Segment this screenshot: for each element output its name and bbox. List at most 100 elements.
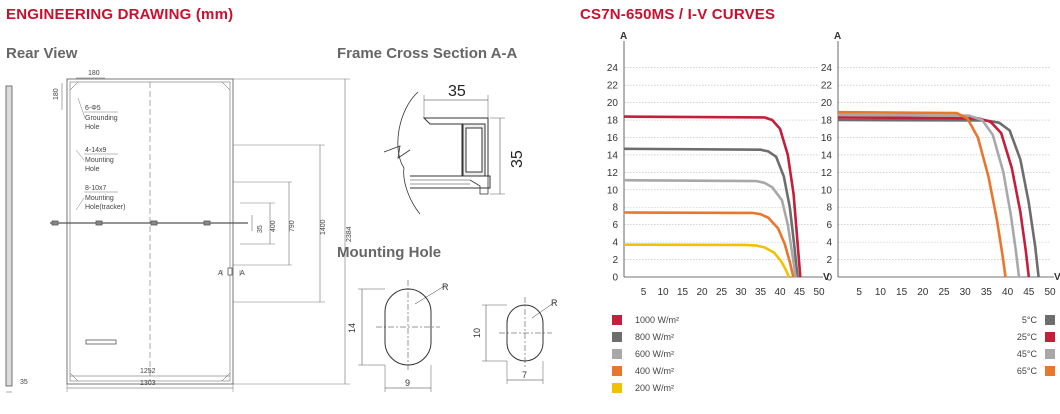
legend-swatch [612,383,622,393]
rear-view-drawing [5,77,350,393]
x-tick-label: 15 [677,287,689,298]
hole1-height: 14 [347,323,357,333]
y-tick-label: 10 [821,185,833,196]
y-tick-label: 14 [607,150,619,161]
legend-swatch [1045,366,1055,376]
note-tracker-count: 8-10x7 [85,185,107,192]
frame-dim-width: 35 [448,83,466,100]
iv-curves-title: CS7N-650MS / I-V CURVES [580,6,776,23]
y-tick-label: 8 [826,203,832,214]
legend-label: 400 W/m² [635,366,675,376]
x-tick-label: 25 [938,287,950,298]
hole2-width: 7 [522,370,527,380]
y-tick-label: 22 [607,81,619,92]
legend-label: 800 W/m² [635,332,675,342]
x-tick-label: 10 [657,287,669,298]
x-tick-label: 20 [696,287,708,298]
x-tick-label: 50 [1044,287,1056,298]
legend-label: 65°C [1016,366,1037,376]
y-tick-label: 4 [826,238,832,249]
y-tick-label: 12 [821,168,833,179]
y-axis-unit: A [834,31,841,42]
dim-400: 400 [270,220,277,232]
dim-width-1252: 1252 [140,368,156,375]
legend-item: 1000 W/m² [612,315,732,332]
x-tick-label: 15 [896,287,908,298]
x-tick-label: 45 [794,287,806,298]
x-tick-label: 5 [856,287,862,298]
x-tick-label: 5 [641,287,647,298]
legend-swatch [1045,315,1055,325]
x-axis-unit: V [823,272,830,283]
dim-35: 35 [257,225,264,233]
x-tick-label: 35 [755,287,767,298]
frame-section-heading: Frame Cross Section A-A [337,45,518,62]
rear-view-heading: Rear View [6,45,78,62]
legend-swatch [1045,332,1055,342]
legend-irradiance: 1000 W/m² 800 W/m² 600 W/m² 400 W/m² 200… [612,315,732,400]
legend-swatch [612,366,622,376]
hole2-radius: R [551,298,558,308]
dim-left-180: 180 [53,88,60,100]
x-tick-label: 30 [735,287,747,298]
legend-item: 800 W/m² [612,332,732,349]
y-axis-unit: A [620,31,627,42]
dim-width-1303: 1303 [140,380,156,387]
note-tracker-label2: Hole(tracker) [85,204,125,211]
legend-item: 45°C [960,349,1055,366]
legend-swatch [612,332,622,342]
mounting-hole-drawing [358,280,556,392]
y-tick-label: 14 [821,150,833,161]
x-tick-label: 35 [981,287,993,298]
x-tick-label: 30 [960,287,972,298]
x-tick-label: 50 [813,287,825,298]
series-line [623,243,791,278]
y-tick-label: 18 [821,116,833,127]
dim-1400: 1400 [320,219,327,235]
y-tick-label: 20 [821,98,833,109]
y-tick-label: 8 [612,203,618,214]
mounting-hole-heading: Mounting Hole [337,244,442,261]
legend-label: 600 W/m² [635,349,675,359]
legend-label: 45°C [1016,349,1037,359]
hole1-width: 9 [405,378,410,388]
frame-dim-height: 35 [509,150,526,168]
y-tick-label: 4 [612,238,618,249]
y-tick-label: 24 [607,63,619,74]
y-tick-label: 18 [607,116,619,127]
legend-label: 1000 W/m² [635,315,680,325]
y-tick-label: 2 [826,255,832,266]
x-axis-unit: V [1054,272,1060,283]
legend-item: 200 W/m² [612,383,732,400]
dim-side-35: 35 [20,379,28,386]
x-tick-label: 45 [1023,287,1035,298]
y-tick-label: 20 [607,98,619,109]
note-mount-count: 4-14x9 [85,147,107,154]
section-mark-a-left: A [218,270,223,277]
legend-temperature: 5°C 25°C 45°C 65°C [960,315,1055,383]
y-tick-label: 16 [821,133,833,144]
legend-swatch [612,349,622,359]
dim-height-2384: 2384 [346,226,353,242]
y-tick-label: 16 [607,133,619,144]
legend-item: 5°C [960,315,1055,332]
dim-790: 790 [289,220,296,232]
series-line [623,147,799,278]
legend-label: 5°C [1021,315,1037,325]
engineering-drawing-title: ENGINEERING DRAWING (mm) [6,6,234,23]
dim-top-180: 180 [88,70,100,77]
y-tick-label: 6 [826,220,832,231]
series-line [623,178,797,278]
y-tick-label: 2 [612,255,618,266]
note-grounding-label2: Hole [85,124,100,131]
x-tick-label: 40 [774,287,786,298]
hole1-radius: R [442,282,449,292]
legend-label: 200 W/m² [635,383,675,393]
x-tick-label: 25 [716,287,728,298]
note-mount-label: Mounting [85,157,114,164]
legend-item: 25°C [960,332,1055,349]
y-tick-label: 0 [612,273,618,284]
